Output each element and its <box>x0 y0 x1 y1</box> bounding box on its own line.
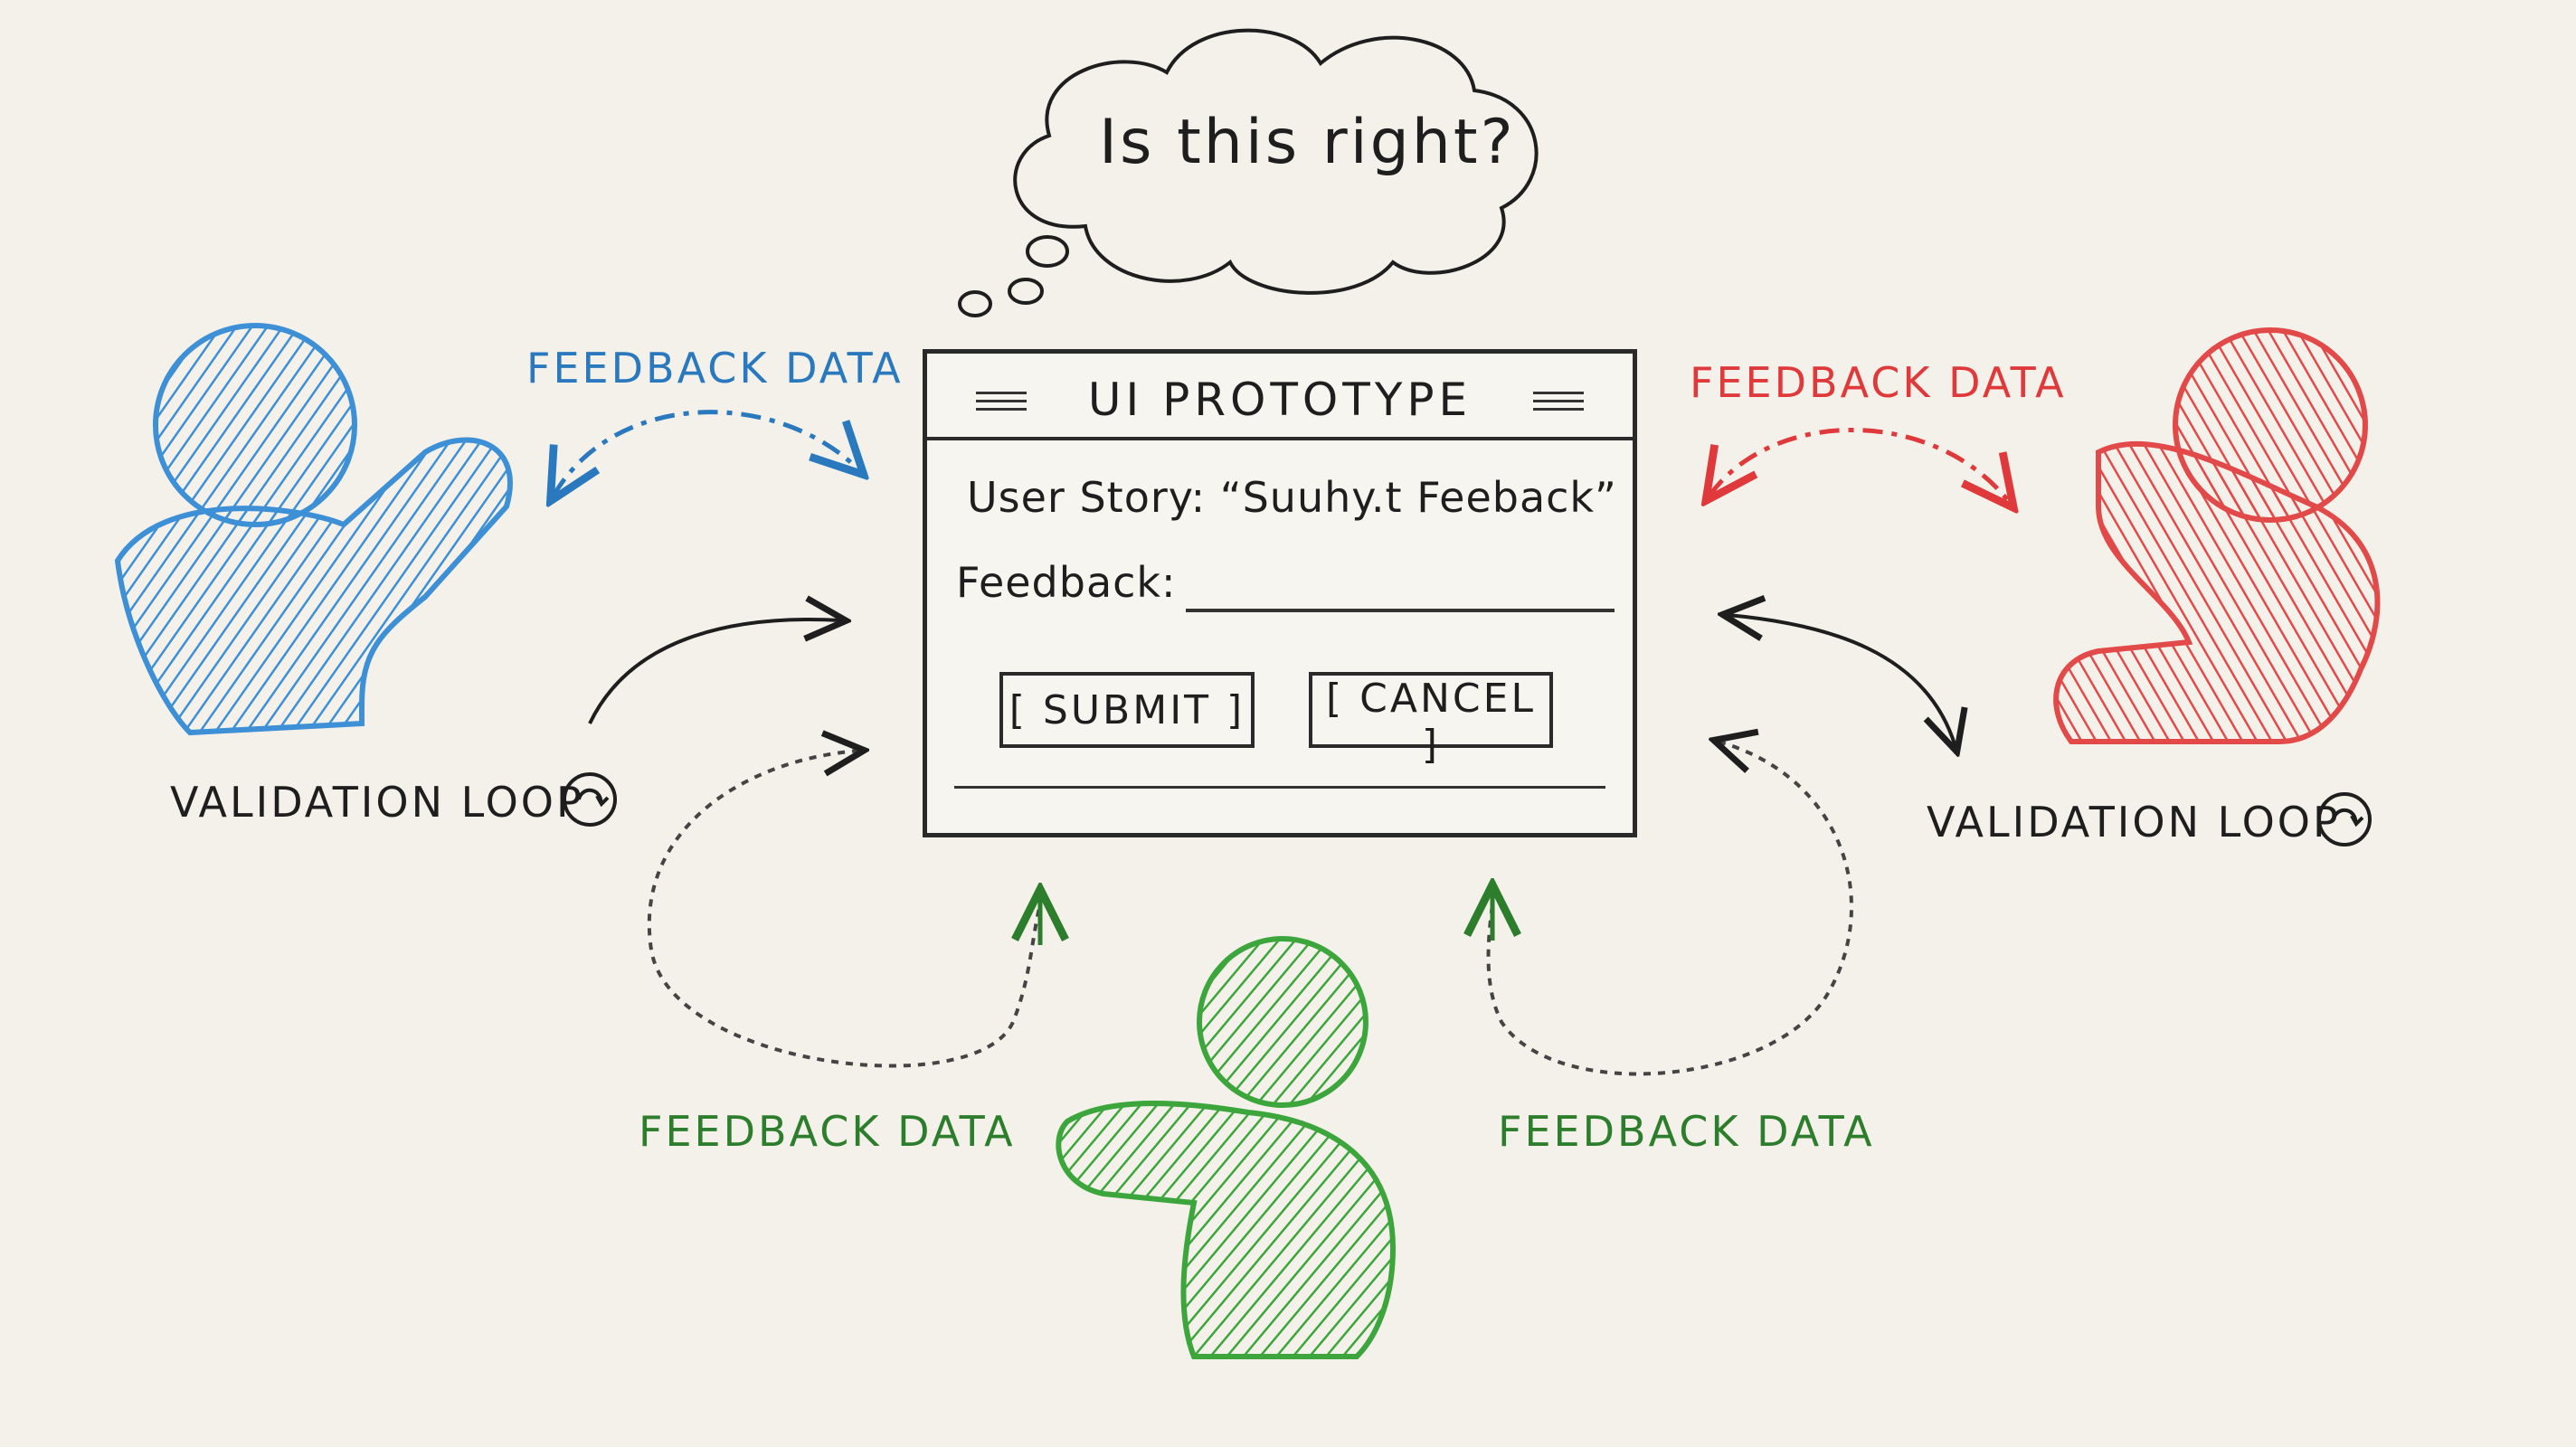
feedback-data-label-red: FEEDBACK DATA <box>1690 358 2067 407</box>
refresh-circle-icon <box>2317 792 2372 846</box>
green-left-dashed-loop <box>647 751 1042 1068</box>
feedback-label: Feedback: <box>956 558 1177 607</box>
refresh-circle-icon <box>563 772 617 827</box>
red-user-figure <box>2053 327 2381 744</box>
validation-loop-label-left: VALIDATION LOOP <box>170 778 584 827</box>
prototype-title-bar: UI PROTOTYPE <box>927 354 1633 440</box>
left-validation-arrow <box>588 619 841 724</box>
green-user-figure <box>1056 936 1397 1359</box>
red-feedback-arrow <box>1709 428 2010 503</box>
blue-feedback-arrow <box>554 410 859 496</box>
thought-bubble-text: Is this right? <box>1099 107 1516 178</box>
user-story-text: User Story: “Suuhy.t Feeback” <box>967 473 1617 522</box>
green-right-dashed-loop <box>1486 742 1853 1076</box>
drag-grip-icon[interactable] <box>976 386 1027 416</box>
drag-grip-icon[interactable] <box>1533 386 1584 416</box>
prototype-title: UI PROTOTYPE <box>1087 374 1473 426</box>
feedback-data-label-green-left: FEEDBACK DATA <box>639 1107 1016 1156</box>
validation-loop-label-right: VALIDATION LOOP <box>1927 798 2341 846</box>
feedback-data-label-green-right: FEEDBACK DATA <box>1498 1107 1875 1156</box>
feedback-input[interactable] <box>1186 607 1615 612</box>
thought-cloud <box>958 28 1539 317</box>
right-validation-arrow <box>1728 615 1956 747</box>
prototype-footer-divider <box>954 786 1605 789</box>
blue-user-figure <box>114 323 513 736</box>
cancel-button[interactable]: [ CANCEL ] <box>1309 672 1553 768</box>
ui-prototype-window: UI PROTOTYPE User Story: “Suuhy.t Feebac… <box>923 349 1637 837</box>
submit-button[interactable]: [ SUBMIT ] <box>999 672 1255 748</box>
feedback-data-label-blue: FEEDBACK DATA <box>526 344 904 392</box>
